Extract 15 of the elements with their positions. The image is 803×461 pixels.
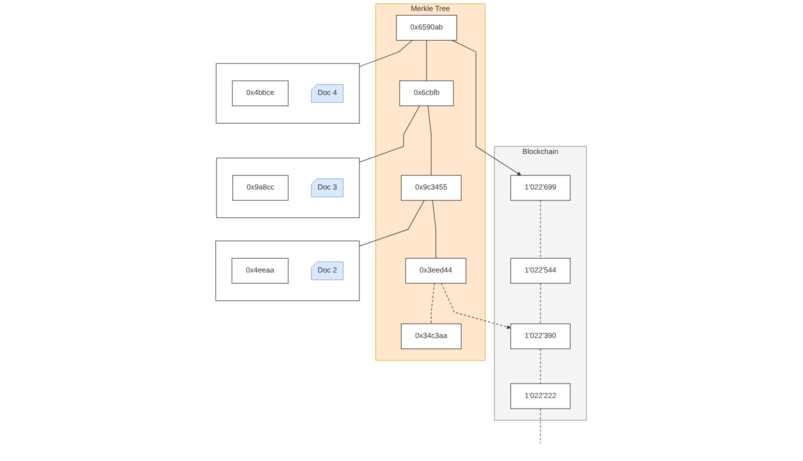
connector [540, 283, 542, 324]
connector [426, 40, 428, 82]
connector [540, 348, 542, 384]
connector [360, 200, 425, 246]
arrow [442, 283, 512, 329]
connector [431, 283, 436, 324]
arrow [452, 40, 522, 176]
cluster [216, 240, 360, 301]
cluster [216, 158, 360, 218]
connector [432, 200, 437, 259]
cluster [216, 63, 360, 124]
connector [540, 200, 542, 259]
connector [360, 40, 413, 67]
connector [428, 106, 432, 176]
connector [360, 106, 420, 163]
